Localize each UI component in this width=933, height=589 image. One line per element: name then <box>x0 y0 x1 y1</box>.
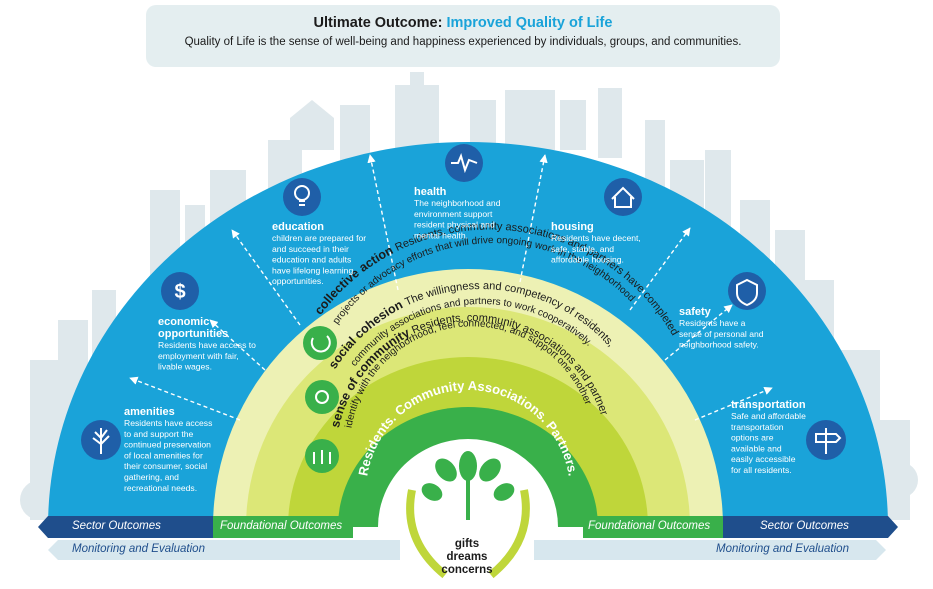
sector-title-transportation: transportation <box>731 399 806 411</box>
header-title: Ultimate Outcome: Improved Quality of Li… <box>146 15 780 31</box>
header-title-prefix: Ultimate Outcome: <box>313 15 447 31</box>
sector-desc-transportation: for all residents. <box>731 465 792 475</box>
sector-desc-health: mental health. <box>414 230 468 240</box>
monitoring-arrow-right <box>534 540 886 560</box>
sector-desc-health: The neighborhood and <box>414 198 501 208</box>
sector-desc-transportation: available and <box>731 443 782 453</box>
sector-desc-health: environment support <box>414 209 493 219</box>
people-glyph <box>313 450 331 464</box>
sector-outcomes-left-label: Sector Outcomes <box>72 520 161 532</box>
sector-desc-housing: Residents have decent, <box>551 233 641 243</box>
sector-desc-education: have lifelong learning <box>272 265 353 275</box>
shield-hands-icon <box>728 272 766 310</box>
sector-desc-transportation: easily accessible <box>731 454 796 464</box>
lightbulb-icon <box>283 178 321 216</box>
sector-desc-amenities: Residents have access <box>124 418 212 428</box>
core-word-dreams: dreams <box>447 551 488 563</box>
sector-desc-amenities: of local amenities for <box>124 450 203 460</box>
radial-arrows <box>129 154 773 421</box>
sector-title-housing: housing <box>551 221 594 233</box>
sector-arrow-left <box>38 516 213 538</box>
foundational-bar-left <box>213 516 353 538</box>
sector-desc-amenities: to and support the <box>124 429 193 439</box>
sector-desc-transportation: Safe and affordable <box>731 411 806 421</box>
core-word-concerns: concerns <box>441 564 492 576</box>
sector-outcomes-right-label: Sector Outcomes <box>760 520 849 532</box>
sector-title-economic: economic <box>158 316 209 328</box>
sector-desc-economic: employment with fair, <box>158 351 239 361</box>
sector-desc-education: and succeed in their <box>272 244 349 254</box>
sector-title-amenities: amenities <box>124 406 175 418</box>
header-title-accent: Improved Quality of Life <box>446 15 613 31</box>
sector-desc-housing: affordable housing. <box>551 255 624 265</box>
sector-desc-amenities: recreational needs. <box>124 483 197 493</box>
dollar-icon <box>161 272 199 310</box>
sector-title-safety: safety <box>679 306 712 318</box>
sector-desc-amenities: continued preservation <box>124 440 211 450</box>
sector-desc-education: education and adults <box>272 255 351 265</box>
circular-arrow-glyph <box>310 335 331 353</box>
sector-title-health: health <box>414 186 447 198</box>
sector-desc-safety: sense of personal and <box>679 329 764 339</box>
sprout-icon <box>406 451 530 579</box>
ultimate-outcome-box: Ultimate Outcome: Improved Quality of Li… <box>146 5 780 67</box>
house-icon <box>604 178 642 216</box>
sector-desc-education: opportunities. <box>272 276 324 286</box>
foundational-bar-right <box>583 516 723 538</box>
sector-desc-economic: Residents have access to <box>158 340 256 350</box>
heartbeat-glyph <box>451 153 478 174</box>
sector-desc-amenities: their consumer, social <box>124 461 207 471</box>
network-icon <box>305 380 339 414</box>
dollar-glyph: $ <box>174 281 185 303</box>
sector-desc-housing: safe, stable, and <box>551 244 614 254</box>
foundational-outcomes-right-label: Foundational Outcomes <box>588 520 711 532</box>
monitoring-arrow-left <box>48 540 400 560</box>
circular-arrow-icon <box>303 326 337 360</box>
sector-desc-safety: neighborhood safety. <box>679 340 759 350</box>
foundational-outcomes-left-label: Foundational Outcomes <box>220 520 343 532</box>
core-word-gifts: gifts <box>455 538 479 550</box>
shield-glyph <box>736 278 758 307</box>
house-glyph <box>611 186 635 208</box>
network-glyph <box>315 390 329 404</box>
sector-desc-education: children are prepared for <box>272 233 366 243</box>
sector-desc-transportation: options are <box>731 433 774 443</box>
sector-title-education: education <box>272 221 324 233</box>
signpost-glyph <box>815 428 842 454</box>
sector-title-economic: opportunities <box>158 328 228 340</box>
sector-arrow-right <box>723 516 898 538</box>
header-subtitle: Quality of Life is the sense of well-bei… <box>184 36 742 48</box>
sector-desc-transportation: transportation <box>731 422 784 432</box>
sector-desc-economic: livable wages. <box>158 362 212 372</box>
lightbulb-base <box>299 200 305 206</box>
sector-desc-amenities: gathering, and <box>124 472 179 482</box>
monitoring-right-label: Monitoring and Evaluation <box>716 543 849 555</box>
tree-glyph <box>92 428 110 454</box>
monitoring-left-label: Monitoring and Evaluation <box>72 543 205 555</box>
sector-desc-health: resident physical and <box>414 220 495 230</box>
sector-desc-safety: Residents have a <box>679 318 746 328</box>
